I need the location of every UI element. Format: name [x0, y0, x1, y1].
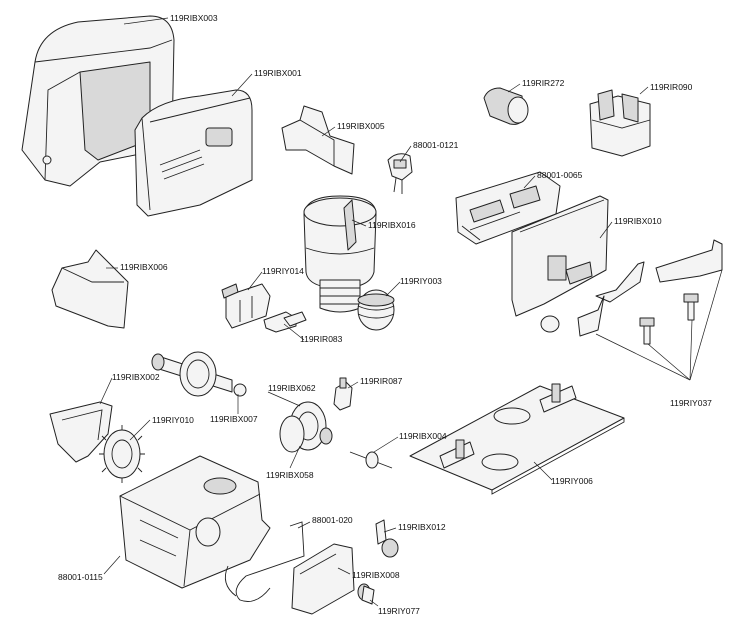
label-119RIY014: 119RIY014 [262, 266, 304, 276]
part-119RIY010-gear [99, 425, 145, 483]
part-119RIBX012-knob [375, 519, 399, 558]
part-119RIBX006-housing [51, 249, 129, 329]
label-119RIBX062: 119RIBX062 [268, 383, 316, 393]
part-119RIBX002-cover [49, 401, 113, 463]
part-119RIBX058-gear [279, 415, 333, 453]
part-119RIBX001-front-cover [134, 89, 253, 217]
part-88001-0115-main-housing [119, 455, 271, 589]
label-88001-0065: 88001-0065 [537, 170, 583, 180]
label-119RIBX006: 119RIBX006 [120, 262, 168, 272]
part-119RIBX007-shaft-gear [151, 351, 247, 397]
part-119RIY037-studs [639, 293, 699, 345]
part-119RIBX010-mounting-plate [511, 195, 609, 333]
leader-lines [99, 17, 723, 607]
label-119RIBX005: 119RIBX005 [337, 121, 385, 131]
part-88001-020-wire-bracket [224, 521, 305, 602]
part-labels: 119RIBX003 119RIBX001 119RIR272 119RIR09… [58, 13, 712, 616]
label-119RIBX001: 119RIBX001 [254, 68, 302, 78]
label-119RIR090: 119RIR090 [650, 82, 693, 92]
label-88001-0115: 88001-0115 [58, 572, 103, 582]
label-119RIBX008: 119RIBX008 [352, 570, 400, 580]
label-119RIBX003: 119RIBX003 [170, 13, 218, 23]
part-119RIBX004-switch [349, 451, 393, 469]
label-119RIBX004: 119RIBX004 [399, 431, 447, 441]
label-119RIR087: 119RIR087 [360, 376, 403, 386]
label-119RIBX002: 119RIBX002 [112, 372, 160, 382]
label-119RIY037: 119RIY037 [670, 398, 712, 408]
label-119RIR083: 119RIR083 [300, 334, 343, 344]
part-119RIR090-transformer [589, 89, 651, 157]
part-119RIY003-spring [357, 289, 395, 331]
part-88001-0121-connector [387, 153, 413, 194]
part-119RIBX005-bracket [281, 105, 355, 175]
label-119RIR272: 119RIR272 [522, 78, 565, 88]
part-119RIBX016-motor [303, 195, 377, 313]
label-119RIBX012: 119RIBX012 [398, 522, 446, 532]
part-119RIBX008-cover-panel [291, 543, 355, 615]
part-119RIY006-base-plate [409, 383, 625, 495]
part-119RIR083-terminal [263, 311, 307, 333]
label-119RIY006: 119RIY006 [551, 476, 593, 486]
label-119RIBX007: 119RIBX007 [210, 414, 258, 424]
label-119RIBX058: 119RIBX058 [266, 470, 314, 480]
label-119RIY003: 119RIY003 [400, 276, 442, 286]
part-119RIR087-connector [333, 377, 353, 411]
label-119RIBX010: 119RIBX010 [614, 216, 662, 226]
label-119RIBX016: 119RIBX016 [368, 220, 416, 230]
part-119RIY077-cylinder [357, 583, 375, 605]
label-119RIY010: 119RIY010 [152, 415, 194, 425]
label-119RIY077: 119RIY077 [378, 606, 420, 616]
label-88001-0121: 88001-0121 [413, 140, 459, 150]
label-88001-020: 88001-020 [312, 515, 353, 525]
part-119RIY014-terminal [221, 283, 271, 329]
part-bracket-right [577, 239, 723, 337]
part-119RIR272-capacitor [483, 87, 529, 125]
